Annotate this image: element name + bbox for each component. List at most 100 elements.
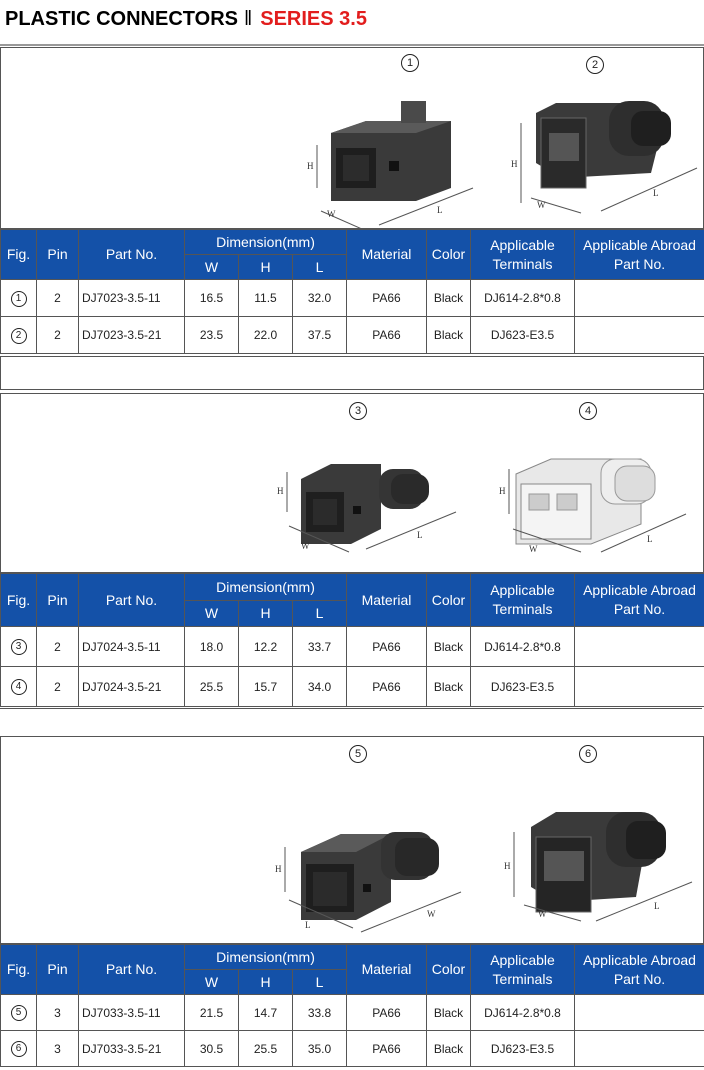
header-part-no: Part No. (78, 229, 185, 280)
header-dimension: Dimension(mm) (184, 944, 347, 970)
header-material: Material (346, 944, 427, 995)
label-h: H (307, 161, 314, 171)
header-l: L (292, 600, 347, 627)
label-h-6: H (504, 861, 511, 871)
row-color: Black (426, 994, 471, 1031)
header-abroad: Applicable Abroad Part No. (574, 573, 704, 627)
row-abroad (574, 316, 704, 354)
section-spacer-1 (0, 356, 704, 390)
header-dimension: Dimension(mm) (184, 229, 347, 255)
label-w-6: W (538, 909, 547, 919)
title-separator: ‖ (243, 8, 253, 30)
label-h-4: H (499, 486, 506, 496)
header-material: Material (346, 229, 427, 280)
figure-number-1: 1 (401, 54, 419, 72)
header-fig: Fig. (0, 229, 37, 280)
row-fig: 4 (10, 679, 27, 695)
header-terminals: Applicable Terminals (470, 229, 575, 280)
row-l: 35.0 (292, 1030, 347, 1067)
label-l-4: L (647, 534, 653, 544)
row-terminals: DJ614-2.8*0.8 (470, 279, 575, 317)
label-h-3: H (277, 486, 284, 496)
row-color: Black (426, 626, 471, 667)
table-row: 5 3 DJ7033-3.5-11 21.5 14.7 33.8 PA66 Bl… (0, 994, 704, 1031)
figure-panel-1: 1 2 H W L H W L (0, 47, 704, 229)
header-w: W (184, 600, 239, 627)
row-l: 33.7 (292, 626, 347, 667)
row-part-no: DJ7024-3.5-21 (78, 666, 185, 707)
title-text: PLASTIC CONNECTORS (5, 8, 238, 30)
header-h: H (238, 254, 293, 280)
connector-drawing-6: H W L (504, 812, 693, 922)
row-pin: 3 (36, 994, 79, 1031)
label-w-5: W (427, 909, 436, 919)
connector-drawing-2: H W L (511, 101, 698, 214)
row-abroad (574, 626, 704, 667)
connector-drawing-5: H L W (275, 832, 462, 933)
row-terminals: DJ623-E3.5 (470, 316, 575, 354)
label-w-3: W (301, 541, 310, 551)
row-fig: 3 (10, 639, 27, 655)
row-terminals: DJ614-2.8*0.8 (470, 626, 575, 667)
row-w: 30.5 (184, 1030, 239, 1067)
header-fig: Fig. (0, 573, 37, 627)
spec-table-2: Fig. Pin Part No. Dimension(mm) Material… (0, 573, 704, 707)
row-color: Black (426, 316, 471, 354)
row-terminals: DJ623-E3.5 (470, 666, 575, 707)
row-fig: 5 (10, 1005, 27, 1021)
table-row: 3 2 DJ7024-3.5-11 18.0 12.2 33.7 PA66 Bl… (0, 626, 704, 667)
header-l: L (292, 969, 347, 995)
row-pin: 2 (36, 626, 79, 667)
row-abroad (574, 1030, 704, 1067)
row-color: Black (426, 666, 471, 707)
header-terminals: Applicable Terminals (470, 573, 575, 627)
row-w: 25.5 (184, 666, 239, 707)
row-pin: 2 (36, 279, 79, 317)
header-part-no: Part No. (78, 573, 185, 627)
spec-table-1: Fig. Pin Part No. Dimension(mm) Material… (0, 229, 704, 354)
row-h: 12.2 (238, 626, 293, 667)
table-row: 6 3 DJ7033-3.5-21 30.5 25.5 35.0 PA66 Bl… (0, 1030, 704, 1067)
connector-drawing-4: H W L (499, 458, 687, 554)
label-l-6: L (654, 901, 660, 911)
figure-number-4: 4 (579, 402, 597, 420)
row-part-no: DJ7023-3.5-11 (78, 279, 185, 317)
row-w: 18.0 (184, 626, 239, 667)
row-pin: 2 (36, 316, 79, 354)
row-part-no: DJ7033-3.5-21 (78, 1030, 185, 1067)
connector-drawing-3: H W L (277, 464, 457, 553)
row-material: PA66 (346, 316, 427, 354)
figure-number-5: 5 (349, 745, 367, 763)
header-rule (0, 44, 704, 46)
table-row: 2 2 DJ7023-3.5-21 23.5 22.0 37.5 PA66 Bl… (0, 316, 704, 354)
header-color: Color (426, 573, 471, 627)
header-h: H (238, 600, 293, 627)
connector-drawing-1: H W L (307, 101, 474, 228)
header-terminals: Applicable Terminals (470, 944, 575, 995)
row-part-no: DJ7024-3.5-11 (78, 626, 185, 667)
row-abroad (574, 994, 704, 1031)
row-material: PA66 (346, 279, 427, 317)
row-pin: 2 (36, 666, 79, 707)
header-h: H (238, 969, 293, 995)
row-w: 23.5 (184, 316, 239, 354)
row-color: Black (426, 279, 471, 317)
row-part-no: DJ7033-3.5-11 (78, 994, 185, 1031)
label-h-2: H (511, 159, 518, 169)
row-l: 32.0 (292, 279, 347, 317)
row-fig: 6 (10, 1041, 27, 1057)
figure-number-6: 6 (579, 745, 597, 763)
row-h: 22.0 (238, 316, 293, 354)
row-abroad (574, 666, 704, 707)
row-part-no: DJ7023-3.5-21 (78, 316, 185, 354)
header-material: Material (346, 573, 427, 627)
row-material: PA66 (346, 1030, 427, 1067)
label-l-5: L (305, 920, 311, 930)
row-material: PA66 (346, 666, 427, 707)
row-l: 33.8 (292, 994, 347, 1031)
row-abroad (574, 279, 704, 317)
series-text: SERIES 3.5 (260, 8, 367, 30)
row-h: 15.7 (238, 666, 293, 707)
row-h: 14.7 (238, 994, 293, 1031)
row-material: PA66 (346, 994, 427, 1031)
